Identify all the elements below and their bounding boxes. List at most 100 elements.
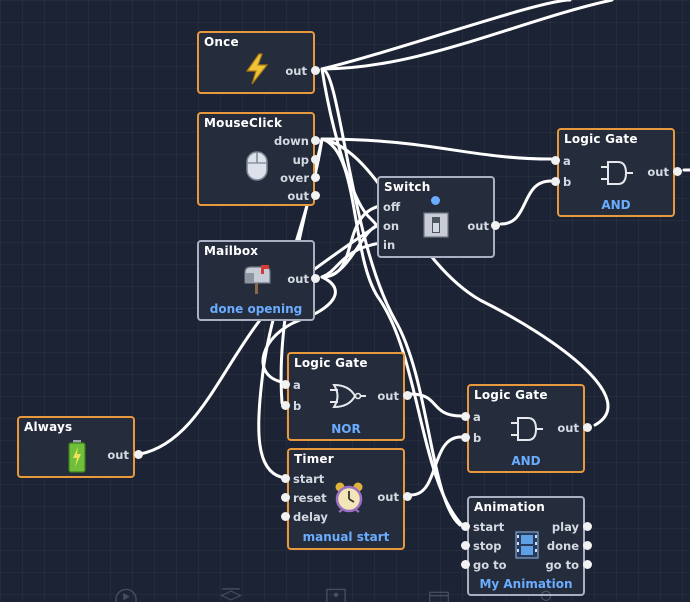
port-out: out: [377, 490, 399, 504]
node-title: Logic Gate: [474, 388, 548, 402]
node-subtitle: NOR: [331, 422, 361, 436]
port-a: a: [563, 154, 571, 168]
port-done: done: [546, 539, 579, 553]
port-a: a: [293, 378, 301, 392]
input-port[interactable]: [551, 156, 560, 165]
once-node[interactable]: Once out: [197, 31, 320, 94]
port-off: off: [383, 200, 401, 214]
film-icon: [515, 531, 539, 559]
port-out: out: [107, 448, 129, 462]
port-play: play: [551, 520, 579, 534]
port-a: a: [473, 410, 481, 424]
port-delay: delay: [293, 510, 328, 524]
logic-gate-and-node[interactable]: Logic Gate a b out AND: [551, 128, 682, 217]
switch-state-indicator: [431, 196, 440, 205]
wire: [320, 0, 614, 71]
wire: [320, 137, 553, 161]
node-title: Logic Gate: [294, 356, 368, 370]
port-out: out: [287, 189, 309, 203]
play-icon[interactable]: [115, 586, 137, 602]
input-port[interactable]: [281, 512, 290, 521]
port-out: out: [287, 272, 309, 286]
wire: [320, 137, 610, 427]
input-port[interactable]: [461, 522, 470, 531]
wire: [320, 67, 462, 527]
output-port[interactable]: [403, 492, 412, 501]
switch-node[interactable]: Switch off on in out: [377, 176, 500, 258]
node-title: Timer: [294, 452, 334, 466]
wire: [499, 179, 553, 226]
input-port[interactable]: [461, 433, 470, 442]
port-go-to: go to: [473, 558, 507, 572]
output-port[interactable]: [673, 167, 682, 176]
node-title: MouseClick: [204, 116, 283, 130]
port-b: b: [563, 175, 572, 189]
node-subtitle: My Animation: [479, 577, 573, 591]
image-icon[interactable]: [325, 586, 347, 602]
mouse-icon: [246, 151, 268, 181]
port-in: in: [383, 238, 396, 252]
timer-node[interactable]: Timer start reset delay out manual start: [281, 448, 412, 550]
port-out: out: [557, 421, 579, 435]
output-port[interactable]: [403, 391, 412, 400]
output-port[interactable]: [311, 66, 320, 75]
input-port[interactable]: [281, 493, 290, 502]
output-port[interactable]: [311, 173, 320, 182]
wire: [320, 241, 382, 279]
output-port[interactable]: [311, 155, 320, 164]
output-port[interactable]: [583, 522, 592, 531]
output-port[interactable]: [311, 136, 320, 145]
port-stop: stop: [473, 539, 502, 553]
node-title: Animation: [474, 500, 545, 514]
input-port[interactable]: [551, 177, 560, 186]
wire: [320, 0, 572, 71]
nor-gate-icon: [330, 383, 366, 409]
port-out: out: [285, 64, 307, 78]
input-port[interactable]: [461, 412, 470, 421]
input-port[interactable]: [461, 560, 470, 569]
and-gate-icon: [511, 417, 543, 441]
wire: [409, 435, 463, 497]
node-title: Switch: [384, 180, 431, 194]
mailbox-icon: [244, 265, 271, 294]
input-port[interactable]: [281, 380, 290, 389]
output-port[interactable]: [311, 191, 320, 200]
always-node[interactable]: Always out: [17, 416, 143, 478]
port-go-to-out: go to: [545, 558, 579, 572]
animation-node[interactable]: Animation start stop go to play done go …: [461, 496, 592, 596]
output-port[interactable]: [583, 423, 592, 432]
mouseclick-node[interactable]: MouseClick down up over out: [197, 112, 320, 206]
wire: [409, 392, 463, 418]
lightning-icon: [245, 53, 269, 85]
node-subtitle: AND: [601, 198, 631, 212]
person-icon[interactable]: [535, 586, 557, 602]
output-port[interactable]: [311, 274, 320, 283]
mailbox-node[interactable]: Mailbox out done opening: [197, 240, 320, 321]
node-title: Mailbox: [204, 244, 259, 258]
input-port[interactable]: [281, 474, 290, 483]
logic-gate-nor-node[interactable]: Logic Gate a b out NOR: [281, 352, 412, 441]
port-on: on: [383, 219, 400, 233]
port-start: start: [293, 472, 325, 486]
layers-icon[interactable]: [220, 586, 242, 602]
output-port[interactable]: [134, 450, 143, 459]
wire: [320, 222, 382, 279]
port-b: b: [293, 399, 302, 413]
logic-gate-and-node[interactable]: Logic Gate a b out AND: [461, 384, 592, 473]
node-title: Always: [24, 420, 73, 434]
input-port[interactable]: [461, 541, 470, 550]
port-out: out: [647, 165, 669, 179]
output-port[interactable]: [583, 560, 592, 569]
node-subtitle: AND: [511, 454, 541, 468]
port-out: out: [467, 219, 489, 233]
port-up: up: [292, 153, 309, 167]
box-icon[interactable]: [428, 586, 450, 602]
output-port[interactable]: [491, 221, 500, 230]
and-gate-icon: [601, 161, 633, 185]
output-port[interactable]: [583, 541, 592, 550]
input-port[interactable]: [281, 401, 290, 410]
node-title: Once: [204, 35, 239, 49]
battery-icon: [68, 440, 86, 473]
port-down: down: [274, 134, 309, 148]
